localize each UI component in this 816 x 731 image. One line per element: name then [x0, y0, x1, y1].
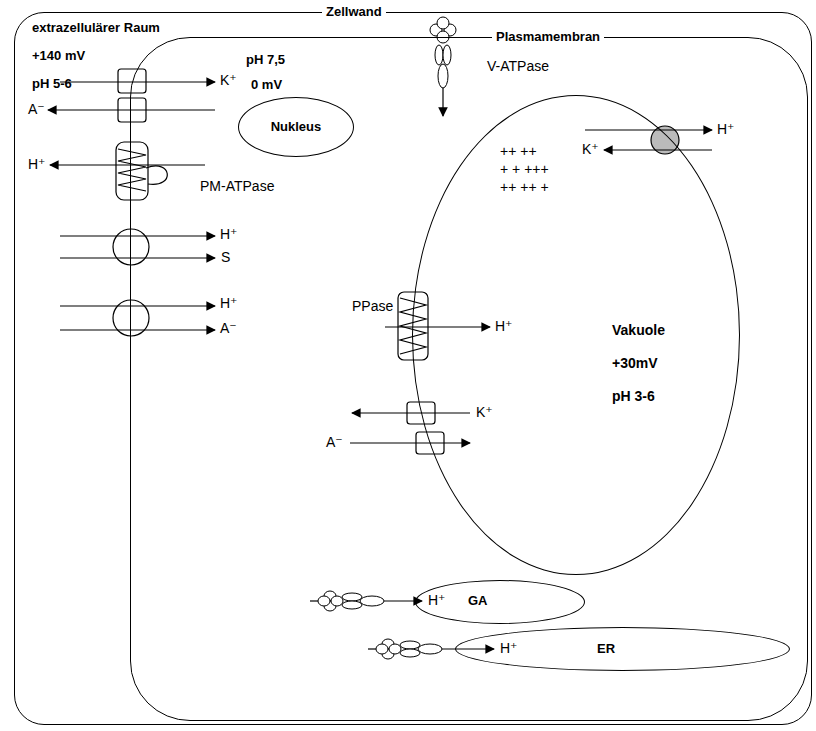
flux-arrow: [604, 149, 712, 150]
flux-arrow: [350, 442, 470, 443]
v-atpase-symbol: [376, 639, 442, 659]
organelle-label: GA: [468, 593, 488, 609]
ion-label: A⁻: [326, 434, 343, 450]
v-atpase-part: [438, 64, 448, 88]
potential-label: 0 mV: [251, 77, 282, 93]
organelle-label: Vakuole: [612, 322, 665, 338]
ppase-symbol: [398, 292, 428, 360]
v-atpase-part: [389, 644, 401, 654]
ion-label: K⁺: [582, 141, 599, 157]
ion-label: H⁺: [220, 226, 238, 242]
pump-label: PPase: [352, 298, 393, 314]
ph-label: pH 7,5: [246, 52, 285, 68]
region-label: extrazellulärer Raum: [32, 20, 160, 36]
substrate-label: S: [221, 249, 230, 265]
membrane-label: Plasmamembran: [492, 29, 604, 45]
nucleus-ellipse: Nukleus: [238, 97, 354, 157]
er-ellipse: ER: [455, 627, 790, 671]
plasma-membrane: PlasmamembranpH 7,50 mVNukleusVakuole+30…: [130, 37, 808, 721]
v-atpase-symbol: [430, 17, 456, 88]
vacuole-ellipse: Vakuole +30mV pH 3-6: [412, 95, 740, 575]
v-atpase-part: [437, 17, 449, 29]
v-atpase-part: [443, 45, 451, 65]
golgi-ellipse: GA: [415, 580, 585, 624]
ion-label: H⁺: [428, 592, 446, 608]
pm-atpase-symbol: [116, 142, 148, 200]
v-atpase-part: [342, 593, 362, 601]
potential-label: +140 mV: [32, 48, 85, 64]
v-atpase-part: [360, 596, 384, 606]
flux-arrow: [585, 129, 712, 130]
ion-label: H⁺: [220, 295, 238, 311]
charge-signs: + + +++: [500, 161, 549, 177]
v-atpase-part: [400, 641, 420, 649]
flux-arrow: [50, 164, 205, 165]
flux-arrow: [60, 81, 215, 82]
ion-label: H⁺: [717, 121, 735, 137]
region-label: Zellwand: [322, 4, 386, 20]
ion-label: H⁺: [495, 318, 513, 334]
helix-coil: [118, 149, 146, 191]
organelle-label: Nukleus: [271, 119, 322, 135]
charge-signs: ++ ++: [500, 143, 537, 159]
v-atpase-part: [331, 596, 343, 606]
ion-label: H⁺: [28, 156, 46, 172]
ion-label: K⁺: [476, 404, 493, 420]
flux-arrow: [352, 412, 470, 413]
v-atpase-part: [400, 649, 420, 657]
flux-arrow: [60, 329, 215, 330]
flux-arrow: [442, 88, 443, 116]
v-atpase-part: [318, 596, 330, 606]
ion-label: A⁻: [28, 101, 45, 117]
cell-wall: Zellwandextrazellulärer Raum+140 mVpH 5-…: [14, 12, 812, 725]
v-atpase-symbol: [318, 591, 384, 611]
v-atpase-part: [435, 45, 443, 65]
ion-label: A⁻: [220, 320, 237, 336]
v-atpase-part: [418, 644, 442, 654]
organelle-label: ER: [597, 641, 615, 657]
flux-arrow: [48, 109, 215, 110]
channel-box: [118, 69, 146, 93]
flux-arrow: [60, 235, 215, 236]
ion-label: H⁺: [500, 640, 518, 656]
flux-arrow: [385, 326, 490, 327]
flux-arrow: [60, 305, 215, 306]
potential-label: +30mV: [612, 355, 658, 371]
ion-label: K⁺: [220, 72, 237, 88]
pump-label: PM-ATPase: [200, 178, 274, 194]
symporter-circle: [113, 229, 149, 265]
charge-signs: ++ ++ +: [500, 179, 549, 195]
flux-line: [368, 648, 376, 649]
ph-label: pH 3-6: [612, 388, 655, 404]
v-atpase-part: [376, 644, 388, 654]
pump-label: V-ATPase: [487, 58, 549, 74]
flux-arrow: [384, 600, 422, 601]
helix-loop: [146, 166, 167, 184]
v-atpase-part: [342, 601, 362, 609]
flux-line: [310, 600, 318, 601]
ph-label: pH 5-6: [32, 76, 72, 92]
helix-coil: [400, 298, 426, 354]
flux-arrow: [60, 257, 215, 258]
flux-arrow: [442, 648, 494, 649]
